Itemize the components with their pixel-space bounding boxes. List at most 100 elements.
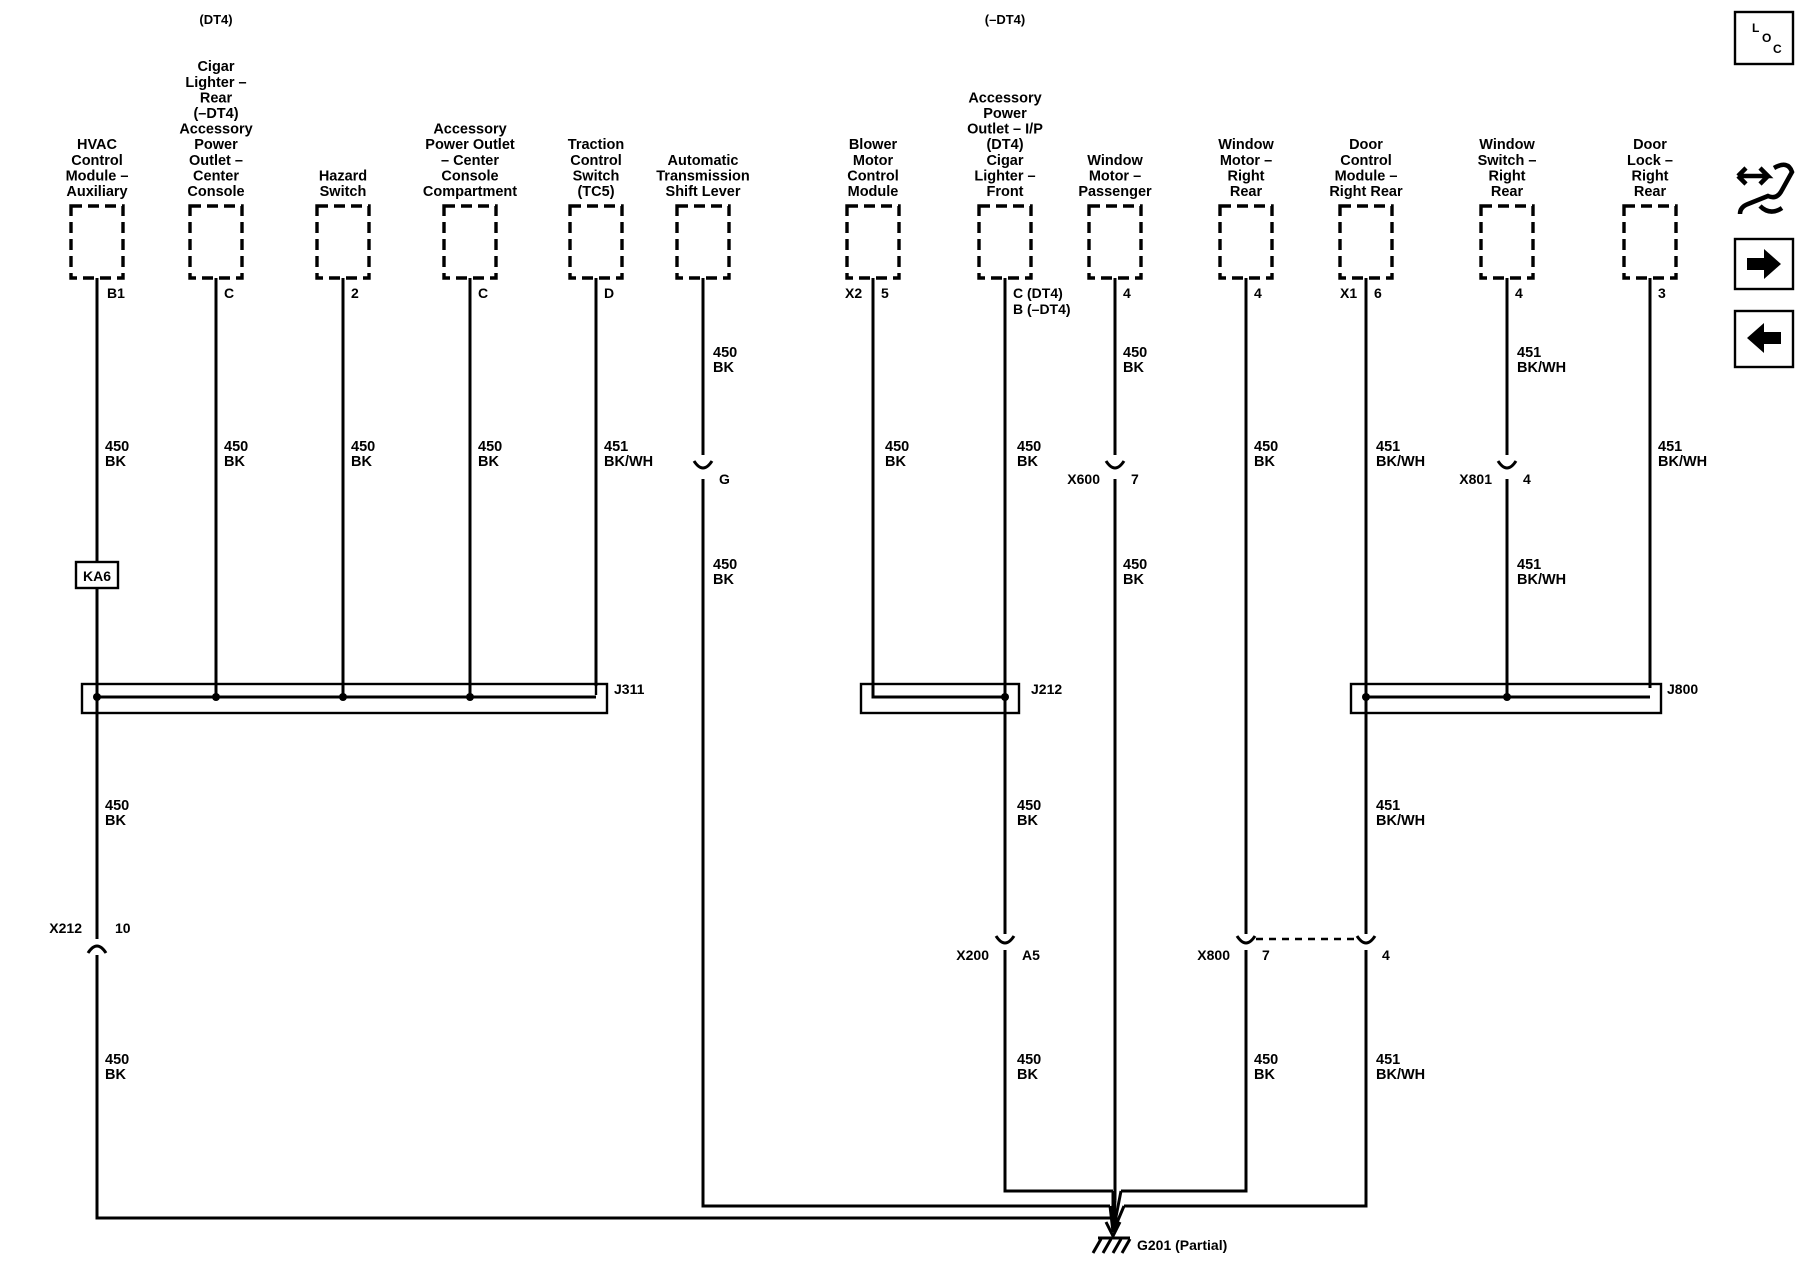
- wire-gauge-label: 450: [885, 439, 909, 455]
- hvac-module-box: [69, 204, 125, 280]
- arrow-right-icon: [1747, 249, 1781, 279]
- wire-hvac-lower: [95, 955, 1117, 1220]
- window-motor-passenger-box: [1087, 204, 1143, 280]
- wire-color-label: BK: [1123, 360, 1144, 376]
- component-label-acc-compartment: Accessory: [433, 122, 506, 138]
- component-label-win-switch: Window: [1479, 137, 1535, 153]
- wire-color-label: BK: [1123, 572, 1144, 588]
- connector-g-symbol: [692, 460, 714, 470]
- pin-label: 4: [1515, 285, 1523, 301]
- splice-node: [1503, 693, 1511, 701]
- wire-color-label: BK/WH: [1376, 454, 1425, 470]
- note-dt4: (DT4): [199, 12, 232, 27]
- wire-gauge-label: 451: [1376, 798, 1400, 814]
- connector-x200-pin: A5: [1022, 947, 1040, 963]
- wire-color-label: BK: [478, 454, 499, 470]
- trans-shift-lever-box: [675, 204, 731, 280]
- pin-label: 5: [881, 285, 889, 301]
- wire-gauge-label: 451: [1376, 1052, 1400, 1068]
- ground-converge-lines: [1108, 1190, 1126, 1233]
- component-label-acc-ip: Lighter –: [974, 168, 1035, 184]
- component-label-win-rr: Window: [1218, 137, 1274, 153]
- component-label-blower: Control: [847, 168, 899, 184]
- splice-node: [339, 693, 347, 701]
- loc-letter-o: O: [1762, 31, 1771, 45]
- pin-label: D: [604, 285, 614, 301]
- ground-label: G201 (Partial): [1137, 1237, 1227, 1253]
- connector-x212-pin: 10: [115, 920, 131, 936]
- arrow-left-icon: [1747, 323, 1781, 353]
- door-lock-rr-box: [1622, 204, 1678, 280]
- wire-gauge-label: 450: [1123, 345, 1147, 361]
- splice-node: [1362, 693, 1370, 701]
- component-label-win-switch: Switch –: [1478, 153, 1537, 169]
- wire-labels: 450BK450BK450BK450BK451BK/WH450BK450BK45…: [105, 345, 1707, 1083]
- connector-end-view-button[interactable]: [1736, 162, 1795, 215]
- connector-x801-pin: 4: [1523, 471, 1531, 487]
- component-label-hvac: Auxiliary: [66, 184, 127, 200]
- connector-x212-symbol: [86, 944, 108, 954]
- next-page-button[interactable]: [1733, 237, 1795, 291]
- wire-gauge-label: 450: [351, 439, 375, 455]
- acc-center-outlet-box: [188, 204, 244, 280]
- wire-trans: [701, 278, 1110, 1208]
- pin-label: 6: [1374, 285, 1382, 301]
- component-label-hvac: HVAC: [77, 137, 118, 153]
- wire-gauge-label: 451: [1517, 557, 1541, 573]
- j800-splice-box: [1349, 682, 1663, 715]
- wire-gauge-label: 450: [1017, 798, 1041, 814]
- traction-switch-box: [568, 204, 624, 280]
- nav-panel: L O C: [1733, 10, 1795, 369]
- component-boxes: [69, 204, 1678, 280]
- connector-x200-symbol: [994, 935, 1016, 945]
- connector-x800-label: X800: [1197, 947, 1230, 963]
- wire-gauge-label: 450: [1123, 557, 1147, 573]
- connector-g-label: G: [719, 471, 730, 487]
- connector-x801-label: X801: [1459, 471, 1492, 487]
- component-note-acc-center: Lighter –: [185, 75, 246, 91]
- component-label-win-rr: Motor –: [1220, 153, 1272, 169]
- ka6-box: [74, 560, 120, 590]
- wire-gauge-label: 450: [105, 439, 129, 455]
- wire-gauge-label: 450: [1254, 1052, 1278, 1068]
- component-label-door-module: Door: [1349, 137, 1383, 153]
- wire-color-label: BK: [1254, 454, 1275, 470]
- component-label-acc-center: Center: [193, 168, 239, 184]
- component-label-win-switch: Rear: [1491, 184, 1524, 200]
- j212-label: J212: [1031, 681, 1062, 697]
- wire-color-label: BK/WH: [604, 454, 653, 470]
- connector-x800-pin-2: 4: [1382, 947, 1390, 963]
- component-label-traction: Control: [570, 153, 622, 169]
- wire-color-label: BK: [1017, 813, 1038, 829]
- wire-color-label: BK/WH: [1517, 572, 1566, 588]
- wire-window-rr: [1121, 278, 1248, 1193]
- wire-gauge-label: 450: [478, 439, 502, 455]
- component-label-door-lock: Lock –: [1627, 153, 1673, 169]
- component-label-acc-center: Accessory: [179, 122, 252, 138]
- connector-x200-label: X200: [956, 947, 989, 963]
- connector-x600-label: X600: [1067, 471, 1100, 487]
- component-label-trans: Shift Lever: [666, 184, 741, 200]
- component-label-blower: Motor: [853, 153, 894, 169]
- wire-color-label: BK/WH: [1517, 360, 1566, 376]
- component-label-blower: Module: [848, 184, 899, 200]
- component-label-acc-compartment: Compartment: [423, 184, 517, 200]
- pin-label: C (DT4): [1013, 285, 1063, 301]
- pin-label: 4: [1123, 285, 1131, 301]
- blower-module-box: [845, 204, 901, 280]
- component-label-door-module: Module –: [1335, 168, 1398, 184]
- wire-color-label: BK: [351, 454, 372, 470]
- wires: [95, 278, 1652, 1220]
- wire-color-label: BK: [224, 454, 245, 470]
- loc-button[interactable]: L O C: [1733, 10, 1795, 66]
- j800-label: J800: [1667, 681, 1698, 697]
- component-label-acc-ip: Cigar: [986, 153, 1023, 169]
- previous-page-button[interactable]: [1733, 309, 1795, 369]
- connector-x800-symbol-2: [1355, 935, 1377, 945]
- acc-compartment-outlet-box: [442, 204, 498, 280]
- component-label-win-rr: Rear: [1230, 184, 1263, 200]
- component-label-traction: Traction: [568, 137, 624, 153]
- wire-gauge-label: 450: [1017, 439, 1041, 455]
- wire-color-label: BK: [1017, 1067, 1038, 1083]
